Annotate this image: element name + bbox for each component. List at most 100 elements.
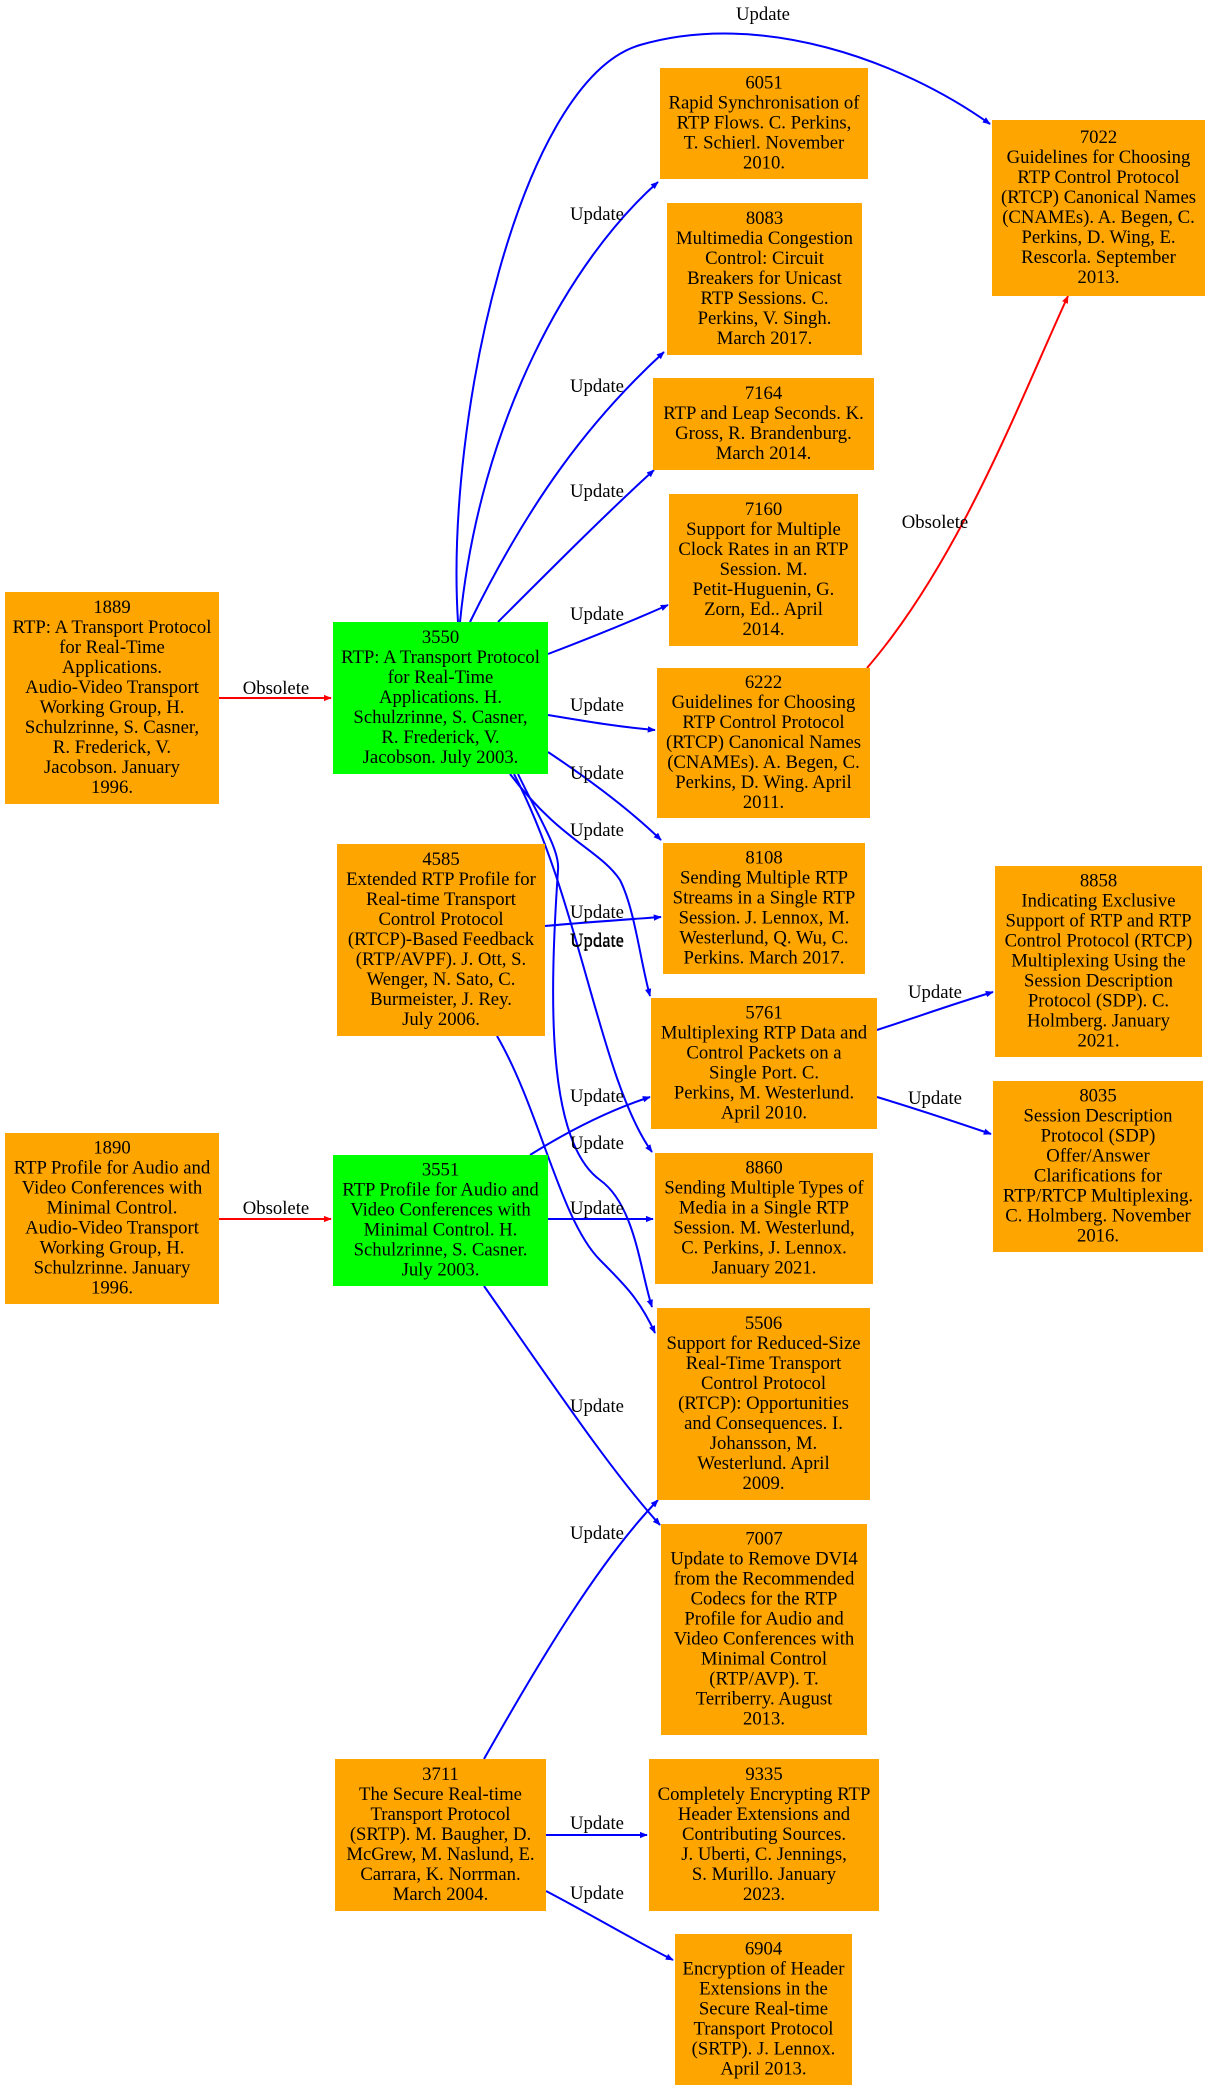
edge-label: Update: [570, 1133, 624, 1154]
node-text-line: Real-time Transport: [366, 889, 517, 910]
node-box: [657, 1308, 870, 1500]
edge-line: [483, 1499, 659, 1760]
node-text-line: Perkins. March 2017.: [684, 948, 845, 969]
node-text-line: Westerlund, Q. Wu, C.: [679, 928, 848, 949]
edge-line: [497, 469, 655, 623]
node-box: [995, 866, 1202, 1057]
node-text-line: Header Extensions and: [678, 1804, 851, 1825]
node-box: [669, 494, 858, 646]
edge-label: Update: [908, 982, 962, 1003]
edge-line: [547, 604, 669, 655]
node-text-line: The Secure Real-time: [359, 1784, 522, 1805]
edge-label: Update: [570, 604, 624, 625]
edge-label: Obsolete: [902, 512, 968, 533]
edge-3711-5506: Update: [483, 1499, 659, 1760]
node-text-line: Schulzrinne, S. Casner.: [354, 1240, 528, 1261]
node-text-line: March 2004.: [393, 1884, 489, 1905]
node-text-line: (SRTP). J. Lennox.: [692, 2039, 836, 2060]
node-text-line: Schulzrinne, S. Casner,: [25, 717, 199, 738]
node-text-line: (RTCP) Canonical Names: [1001, 187, 1196, 208]
node-number: 4585: [422, 849, 459, 870]
node-text-line: Sending Multiple RTP: [680, 868, 848, 889]
node-text-line: Carrara, K. Norrman.: [360, 1864, 520, 1885]
node-text-line: Support for Reduced-Size: [666, 1333, 860, 1354]
node-text-line: R. Frederick, V.: [381, 727, 499, 748]
edge-line: [459, 181, 659, 623]
edge-line: [876, 991, 994, 1031]
edge-label: Update: [570, 695, 624, 716]
node-text-line: Control Protocol: [701, 1373, 826, 1394]
node-text-line: Real-Time Transport: [686, 1353, 842, 1374]
node-text-line: Encryption of Header: [683, 1959, 846, 1980]
node-text-line: RTP Flows. C. Perkins,: [677, 113, 852, 134]
node-text-line: Protocol (SDP). C.: [1028, 991, 1169, 1012]
edge-label: Update: [570, 1523, 624, 1544]
node-text-line: July 2006.: [402, 1009, 480, 1030]
node-text-line: S. Murillo. January: [692, 1864, 837, 1885]
node-text-line: Applications.: [62, 657, 162, 678]
node-text-line: Indicating Exclusive: [1021, 891, 1175, 912]
node-text-line: Perkins, V. Singh.: [698, 308, 832, 329]
node-text-line: Gross, R. Brandenburg.: [675, 423, 852, 444]
node-text-line: (RTP/AVP). T.: [709, 1669, 818, 1690]
node-box: [993, 1081, 1203, 1252]
edge-label: Obsolete: [243, 678, 309, 699]
node-box: [5, 1133, 219, 1304]
node-text-line: January 2021.: [712, 1258, 817, 1279]
node-text-line: Transport Protocol: [371, 1804, 511, 1825]
node-number: 8083: [746, 208, 783, 229]
node-number: 8035: [1079, 1086, 1116, 1107]
node-text-line: Perkins, D. Wing, E.: [1021, 227, 1175, 248]
node-text-line: Johansson, M.: [710, 1433, 817, 1454]
node-number: 7164: [745, 383, 783, 404]
edge-3550-8108: Update: [547, 751, 662, 841]
node-text-line: Multimedia Congestion: [676, 228, 854, 249]
edge-line: [517, 773, 653, 1308]
node-text-line: July 2003.: [402, 1260, 480, 1281]
node-box: [667, 203, 862, 355]
node-text-line: RTP/RTCP Multiplexing.: [1003, 1186, 1193, 1207]
node-text-line: from the Recommended: [674, 1569, 855, 1590]
node-box: [663, 843, 865, 974]
node-text-line: 1996.: [91, 1278, 133, 1299]
node-box: [335, 1759, 546, 1911]
node-text-line: Extended RTP Profile for: [346, 869, 536, 890]
edge-label: Update: [570, 1813, 624, 1834]
node-box: [657, 668, 870, 818]
edge-5761-8858: Update: [876, 982, 994, 1031]
node-text-line: Multiplexing Using the: [1011, 951, 1185, 972]
node-box: [661, 1524, 867, 1735]
edge-3550-7160: Update: [547, 604, 669, 655]
edge-line: [513, 773, 653, 1153]
node-text-line: C. Perkins, J. Lennox.: [681, 1238, 847, 1259]
node-text-line: April 2010.: [721, 1103, 807, 1124]
edge-line: [866, 295, 1069, 669]
node-text-line: RTP Control Protocol: [682, 712, 844, 733]
node-text-line: Westerlund. April: [697, 1453, 829, 1474]
edge-4585-8108: Update: [544, 902, 662, 927]
node-number: 5506: [745, 1313, 782, 1334]
node-text-line: Single Port. C.: [709, 1063, 819, 1084]
node-text-line: Working Group, H.: [40, 697, 185, 718]
node-text-line: Session. J. Lennox, M.: [679, 908, 850, 929]
node-text-line: Contributing Sources.: [682, 1824, 846, 1845]
node-text-line: Control: Circuit: [705, 248, 825, 269]
node-box: [333, 622, 548, 774]
edge-line: [547, 751, 662, 841]
node-text-line: Completely Encrypting RTP: [658, 1784, 871, 1805]
node-number: 8108: [745, 848, 782, 869]
node-text-line: Applications. H.: [379, 687, 502, 708]
node-text-line: (RTCP) Canonical Names: [666, 732, 861, 753]
node-text-line: R. Frederick, V.: [53, 737, 171, 758]
node-text-line: for Real-Time: [59, 637, 165, 658]
node-text-line: Session. M.: [720, 559, 808, 580]
edge-3550-7022: Update: [455, 4, 991, 623]
